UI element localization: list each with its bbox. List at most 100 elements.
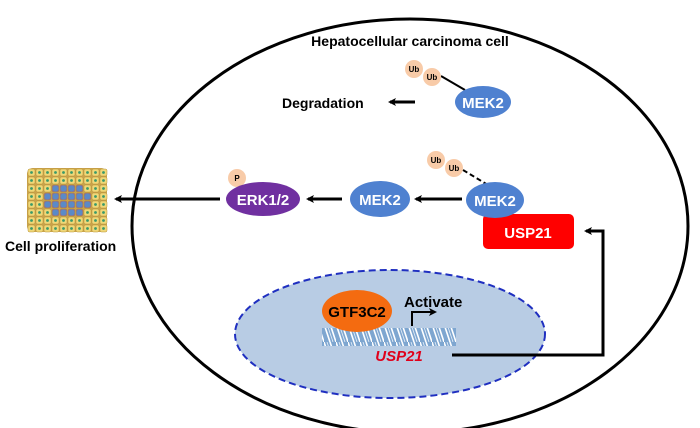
cell-nucleus (60, 185, 67, 192)
degradation-label: Degradation (282, 95, 364, 111)
erk-node (226, 182, 300, 216)
cell-nucleus (38, 187, 41, 190)
mek2-ubiquitinated-group: Ub Ub (427, 151, 489, 186)
cell-nucleus (52, 209, 59, 216)
mek2-node (455, 86, 511, 118)
cell-nucleus (76, 209, 83, 216)
cell-nucleus (78, 219, 81, 222)
cell-nucleus (86, 219, 89, 222)
cell-nucleus (38, 219, 41, 222)
cell-nucleus (52, 185, 59, 192)
cell-nucleus (102, 171, 105, 174)
cell-nucleus (84, 193, 91, 200)
activate-arrow (411, 308, 437, 326)
cell-nucleus (76, 193, 83, 200)
cell-nucleus (86, 211, 89, 214)
svg-text:MEK2: MEK2 (474, 193, 516, 210)
cell-nucleus (102, 219, 105, 222)
cell-nucleus (68, 209, 75, 216)
svg-text:MEK2: MEK2 (462, 95, 504, 112)
cell-nucleus (30, 187, 33, 190)
svg-text:ERK1/2: ERK1/2 (237, 192, 290, 209)
cell-nucleus (86, 171, 89, 174)
cell-nucleus (54, 227, 57, 230)
svg-text:GTF3C2: GTF3C2 (328, 304, 386, 321)
phospho-icon (228, 169, 246, 187)
cell-nucleus (30, 227, 33, 230)
cell-nucleus (38, 171, 41, 174)
cell-nucleus (94, 179, 97, 182)
cell-nucleus (62, 227, 65, 230)
cell-proliferation-label: Cell proliferation (5, 238, 116, 254)
cell-nucleus (54, 171, 57, 174)
cell-nucleus (62, 219, 65, 222)
cell-nucleus (102, 203, 105, 206)
cell-membrane (130, 17, 690, 428)
cell-nucleus (94, 227, 97, 230)
cell-nucleus (70, 171, 73, 174)
cell-nucleus (46, 179, 49, 182)
tumor-cells-icon (27, 168, 108, 233)
cell-nucleus (38, 203, 41, 206)
cell-nucleus (60, 201, 67, 208)
cell-nucleus (102, 211, 105, 214)
svg-text:MEK2: MEK2 (359, 192, 401, 209)
usp21-gene-label: USP21 (375, 348, 423, 365)
cell-nucleus (54, 219, 57, 222)
cell-nucleus (62, 179, 65, 182)
cell-nucleus (46, 211, 49, 214)
cell-nucleus (54, 179, 57, 182)
cell-nucleus (76, 185, 83, 192)
svg-text:Ub: Ub (431, 156, 442, 165)
cell-nucleus (94, 195, 97, 198)
ub-icon (405, 60, 423, 78)
cell-nucleus (52, 201, 59, 208)
cell-nucleus (30, 219, 33, 222)
cell-nucleus (78, 171, 81, 174)
cell-nucleus (70, 227, 73, 230)
cell-nucleus (94, 187, 97, 190)
cell-nucleus (68, 185, 75, 192)
cell-nucleus (46, 171, 49, 174)
cell-nucleus (68, 201, 75, 208)
svg-text:Ub: Ub (449, 164, 460, 173)
ub-icon (445, 159, 463, 177)
gtf3c2-node (322, 290, 392, 332)
mek2-stabilized-node (350, 181, 410, 217)
cell-nucleus (86, 227, 89, 230)
cell-nucleus (70, 179, 73, 182)
ub-icon (423, 68, 441, 86)
cell-nucleus (94, 219, 97, 222)
activate-label: Activate (404, 294, 462, 311)
cell-nucleus (38, 195, 41, 198)
svg-text:Ub: Ub (427, 73, 438, 82)
usp21-protein-label: USP21 (504, 225, 552, 242)
cell-nucleus (46, 219, 49, 222)
cell-nucleus (76, 201, 83, 208)
cell-nucleus (60, 209, 67, 216)
cell-nucleus (62, 171, 65, 174)
cell-nucleus (94, 203, 97, 206)
cell-nucleus (102, 179, 105, 182)
cell-nucleus (102, 187, 105, 190)
mek2-node (466, 182, 524, 218)
usp21-protein-box (483, 214, 574, 249)
cell-nucleus (60, 193, 67, 200)
cell-nucleus (30, 195, 33, 198)
cell-nucleus (44, 201, 51, 208)
svg-text:Ub: Ub (409, 65, 420, 74)
cell-nucleus (38, 227, 41, 230)
cell-nucleus (84, 201, 91, 208)
cell-nucleus (30, 179, 33, 182)
cell-nucleus (102, 195, 105, 198)
cell-nucleus (38, 179, 41, 182)
cell-nucleus (46, 187, 49, 190)
cell-title: Hepatocellular carcinoma cell (311, 33, 509, 49)
cell-nucleus (78, 227, 81, 230)
cell-nucleus (68, 193, 75, 200)
cell-nucleus (30, 171, 33, 174)
cell-nucleus (44, 193, 51, 200)
cell-nucleus (94, 211, 97, 214)
cell-nucleus (102, 227, 105, 230)
